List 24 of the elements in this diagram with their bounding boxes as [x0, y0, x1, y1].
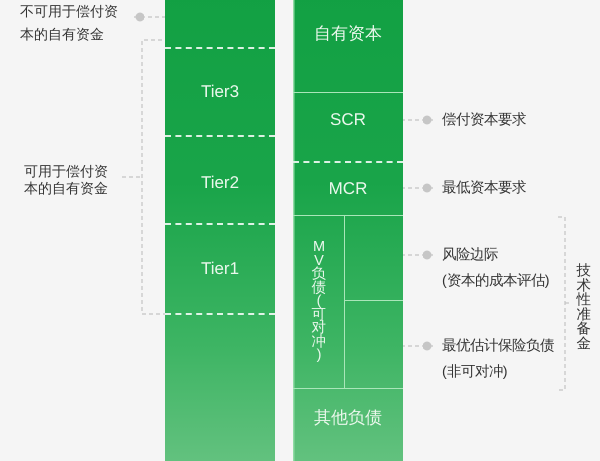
bar-segment: 其他负债	[293, 389, 403, 461]
leader-line	[134, 12, 165, 22]
bar-segment: SCR	[293, 93, 403, 163]
annotation-label: 可用于偿付资本的自有资金	[24, 163, 109, 197]
bar-segment: Tier1	[165, 225, 275, 315]
leader-line	[403, 116, 433, 124]
bar-segment: MCR	[293, 163, 403, 216]
annotation-label: 最低资本要求	[433, 177, 545, 199]
bar-segment: Tier3	[165, 49, 275, 137]
bar-segment: MV 负债 (可对冲)	[293, 216, 345, 389]
bar-segment: Tier2	[165, 137, 275, 225]
annotation-label: 技术性准备金	[576, 264, 592, 352]
bar-segment	[165, 315, 275, 461]
annotation-label: 不可用于偿付资本的自有资金	[20, 0, 134, 47]
leader-line	[403, 184, 433, 192]
annotation-label: 最优估计保险负债 (非可对冲)	[433, 333, 561, 385]
bar-segment	[345, 216, 403, 301]
annotation-label: 风险边际 (资本的成本评估)	[433, 242, 561, 294]
annotation-label: 偿付资本要求	[433, 109, 545, 131]
bar-segment	[165, 0, 275, 49]
leader-line	[403, 342, 433, 350]
bar-segment	[345, 301, 403, 389]
leader-line	[403, 250, 433, 260]
bar-segment: 自有资本	[293, 0, 403, 93]
